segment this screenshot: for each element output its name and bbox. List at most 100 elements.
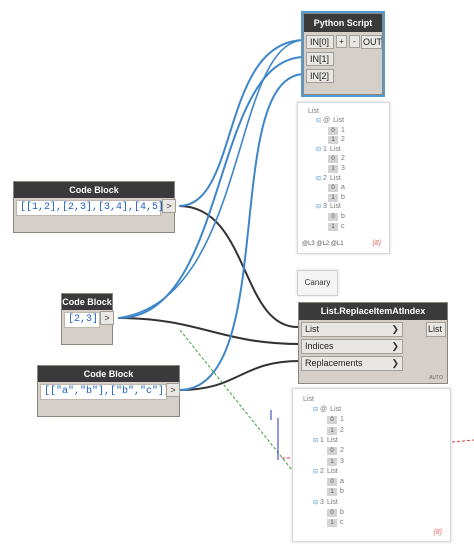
output-port-list[interactable]: List	[426, 322, 446, 337]
input-port-list[interactable]: List ❯	[301, 322, 403, 337]
code-block-editor-2[interactable]: [2,3];	[64, 312, 104, 328]
code-block-editor-3[interactable]: [["a","b"],["b","c"]];	[40, 384, 176, 400]
preview-levels: @L3 @L2 @L1	[302, 241, 344, 247]
code-block-node-3[interactable]: Code Block [["a","b"],["b","c"]];	[37, 365, 180, 417]
preview-index: 1	[327, 426, 337, 435]
collapse-toggle-icon[interactable]: ⊟	[316, 204, 322, 211]
preview-index: 1	[327, 488, 337, 497]
preview-index: 1	[323, 145, 327, 153]
collapse-toggle-icon[interactable]: ⊟	[316, 146, 322, 153]
code-block-editor-1[interactable]: [[1,2],[2,3],[3,4],[4,5]];	[16, 200, 176, 216]
preview-index: 0	[328, 155, 338, 164]
chevron-right-icon: ❯	[391, 324, 399, 334]
preview-value: List	[329, 145, 341, 153]
preview-value: b	[340, 509, 344, 516]
preview-value: 1	[340, 416, 344, 424]
canary-node[interactable]: Canary	[297, 270, 338, 296]
preview-index: 1	[328, 165, 338, 173]
port-label: List	[305, 324, 320, 334]
code-block-node-1[interactable]: Code Block [[1,2],[2,3],[3,4],[4,5]];	[13, 181, 176, 233]
preview-value: 2	[340, 426, 344, 434]
collapse-toggle-icon[interactable]: ⊟	[316, 175, 322, 182]
preview-index: 1	[328, 136, 338, 145]
preview-value: b	[341, 193, 345, 201]
preview-index: 0	[328, 213, 338, 221]
wire-cb3-to-replacements[interactable]	[178, 360, 301, 391]
collapse-toggle-icon[interactable]: ⊟	[313, 499, 319, 506]
preview-index: 3	[323, 203, 327, 211]
wire-cb2-to-indices[interactable]	[117, 317, 301, 345]
lacing-indicator[interactable]: AUTO	[429, 375, 443, 381]
preview-index: 0	[328, 184, 338, 193]
preview-index: 1	[320, 436, 324, 444]
chevron-right-icon: ❯	[391, 341, 399, 351]
input-port-in0[interactable]: IN[0]	[306, 35, 334, 49]
preview-value: List	[329, 174, 341, 182]
collapse-toggle-icon[interactable]: ⊟	[313, 437, 319, 444]
preview-value: 3	[340, 457, 344, 465]
remove-input-button[interactable]: -	[349, 35, 360, 48]
input-port-replacements[interactable]: Replacements ❯	[301, 356, 403, 371]
red-guide-line-right	[451, 439, 474, 443]
node-title: Code Block	[14, 182, 174, 198]
output-port-out[interactable]: OUT	[361, 35, 382, 49]
replace-item-at-index-node[interactable]: List.ReplaceItemAtIndex List ❯ Indices ❯…	[298, 302, 448, 384]
node-title: Code Block	[62, 294, 112, 310]
preview-index: 1	[327, 519, 337, 528]
preview-value: 2	[340, 447, 344, 455]
preview-index: 0	[327, 416, 337, 425]
preview-index: 0	[327, 478, 337, 487]
input-port-in2[interactable]: IN[2]	[306, 69, 334, 83]
collapse-toggle-icon[interactable]: ⊟	[313, 407, 319, 413]
input-port-indices[interactable]: Indices ❯	[301, 339, 403, 354]
input-port-in1[interactable]: IN[1]	[306, 52, 334, 66]
preview-value: 2	[341, 155, 345, 163]
preview-value: 1	[341, 126, 345, 134]
add-input-button[interactable]: +	[336, 35, 347, 48]
preview-value: List	[333, 117, 345, 124]
collapse-toggle-icon[interactable]: ⊟	[316, 118, 322, 124]
preview-value: List	[330, 406, 342, 413]
preview-count: {8}	[372, 240, 381, 247]
preview-value: 2	[341, 136, 345, 144]
code-block-output-2[interactable]: >	[100, 311, 114, 325]
wire-cb1-to-list[interactable]	[178, 205, 301, 329]
node-title: Python Script	[304, 14, 382, 32]
collapse-toggle-icon[interactable]: ⊟	[313, 468, 319, 475]
preview-value: c	[341, 222, 345, 230]
wire-cb2-to-in0[interactable]	[117, 39, 306, 319]
port-label: Replacements	[305, 358, 363, 368]
preview-index: 2	[320, 467, 324, 475]
preview-index: @	[323, 117, 331, 124]
code-block-output-1[interactable]: >	[162, 199, 176, 213]
python-script-node[interactable]: Python Script IN[0] + - OUT IN[1] IN[2]	[301, 11, 385, 97]
wire-cb3-to-in2[interactable]	[178, 73, 306, 391]
preview-index: 2	[323, 174, 327, 182]
chevron-right-icon: ❯	[391, 358, 399, 368]
preview-sublist-row: ⊟@List	[316, 116, 344, 126]
preview-value: b	[341, 213, 345, 220]
preview-index: 1	[327, 457, 337, 466]
wire-cb2-to-in1[interactable]	[117, 56, 306, 319]
wire-cb1-to-in0[interactable]	[178, 39, 306, 207]
code-block-output-3[interactable]: >	[166, 383, 180, 397]
preview-value: List	[326, 467, 338, 475]
